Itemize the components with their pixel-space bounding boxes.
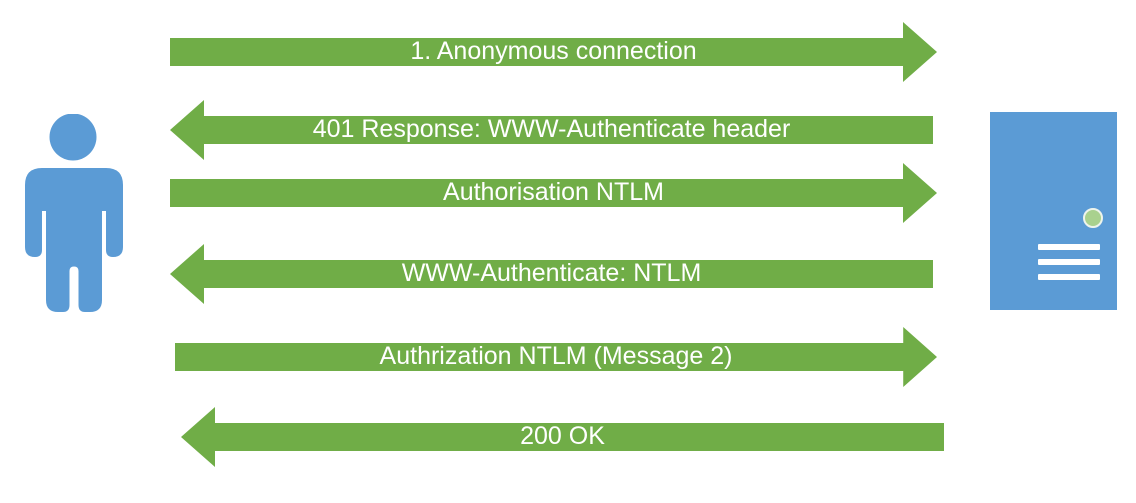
arrow-left-icon bbox=[181, 407, 944, 467]
message-arrow-200-ok: 200 OK bbox=[181, 407, 944, 467]
message-label: WWW-Authenticate: NTLM bbox=[401, 258, 702, 287]
person-body bbox=[25, 168, 123, 312]
message-label: 401 Response: WWW-Authenticate header bbox=[312, 114, 791, 143]
message-label: Authorisation NTLM bbox=[443, 177, 664, 206]
message-label: 1. Anonymous connection bbox=[410, 36, 697, 65]
person-icon bbox=[25, 114, 123, 312]
arrow-left-icon bbox=[170, 100, 933, 160]
message-label: Authrization NTLM (Message 2) bbox=[379, 341, 733, 370]
message-label: 200 OK bbox=[520, 421, 605, 450]
server-icon bbox=[990, 112, 1117, 310]
message-arrow-401-response: 401 Response: WWW-Authenticate header bbox=[170, 100, 933, 160]
arrow-left-icon bbox=[170, 244, 933, 304]
arrow-right-icon bbox=[170, 163, 937, 223]
person-head bbox=[49, 114, 97, 161]
message-arrow-authrization-ntlm-message2: Authrization NTLM (Message 2) bbox=[175, 327, 937, 387]
message-arrow-www-authenticate-ntlm: WWW-Authenticate: NTLM bbox=[170, 244, 933, 304]
server-led-icon bbox=[1083, 208, 1103, 228]
arrow-right-icon bbox=[175, 327, 937, 387]
server-vents bbox=[1038, 244, 1100, 280]
message-arrow-authorisation-ntlm: Authorisation NTLM bbox=[170, 163, 937, 223]
arrow-right-icon bbox=[170, 22, 937, 82]
message-arrow-anonymous-connection: 1. Anonymous connection bbox=[170, 22, 937, 82]
